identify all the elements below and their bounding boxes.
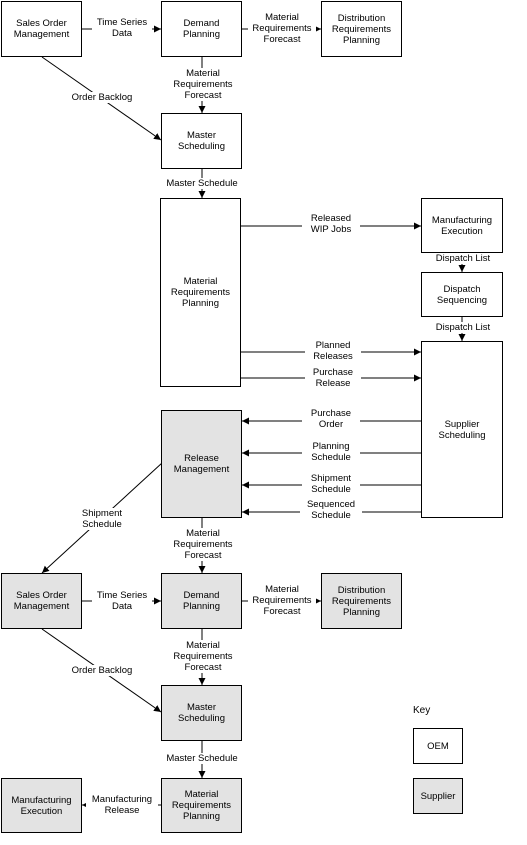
label-dispatch-list-2: Dispatch List: [429, 322, 497, 333]
label-shipment-schedule-2: Shipment Schedule: [72, 508, 132, 530]
label-material-requirements-forecast-2: Material Requirements Forecast: [168, 68, 238, 101]
box-distribution-requirements-planning-supplier: Distribution Requirements Planning: [321, 573, 402, 629]
label-material-requirements-forecast-3: Material Requirements Forecast: [168, 528, 238, 561]
label-master-schedule-2: Master Schedule: [160, 753, 244, 764]
label-material-requirements-forecast-4: Material Requirements Forecast: [248, 584, 316, 617]
label-planned-releases: Planned Releases: [305, 340, 361, 362]
box-supplier-scheduling-oem: Supplier Scheduling: [421, 341, 503, 518]
label-released-wip-jobs: Released WIP Jobs: [302, 213, 360, 235]
box-material-requirements-planning-supplier: Material Requirements Planning: [161, 778, 242, 833]
label-master-schedule-1: Master Schedule: [160, 178, 244, 189]
box-material-requirements-planning-oem: Material Requirements Planning: [160, 198, 241, 387]
box-demand-planning-supplier: Demand Planning: [161, 573, 242, 629]
key-title: Key: [413, 705, 431, 716]
box-demand-planning-oem: Demand Planning: [161, 1, 242, 57]
label-planning-schedule: Planning Schedule: [302, 441, 360, 463]
box-manufacturing-execution-oem: Manufacturing Execution: [421, 198, 503, 253]
box-manufacturing-execution-supplier: Manufacturing Execution: [1, 778, 82, 833]
label-time-series-data-2: Time Series Data: [92, 590, 152, 612]
label-purchase-order: Purchase Order: [302, 408, 360, 430]
box-release-management-supplier: Release Management: [161, 410, 242, 518]
box-sales-order-management-supplier: Sales Order Management: [1, 573, 82, 629]
label-material-requirements-forecast-1: Material Requirements Forecast: [248, 12, 316, 45]
label-manufacturing-release: Manufacturing Release: [86, 794, 158, 816]
label-purchase-release: Purchase Release: [305, 367, 361, 389]
key-supplier-swatch: Supplier: [413, 778, 463, 814]
label-shipment-schedule-1: Shipment Schedule: [302, 473, 360, 495]
label-sequenced-schedule: Sequenced Schedule: [300, 499, 362, 521]
box-master-scheduling-supplier: Master Scheduling: [161, 685, 242, 741]
box-master-scheduling-oem: Master Scheduling: [161, 113, 242, 169]
box-dispatch-sequencing-oem: Dispatch Sequencing: [421, 272, 503, 317]
box-distribution-requirements-planning-oem: Distribution Requirements Planning: [321, 1, 402, 57]
label-dispatch-list-1: Dispatch List: [429, 253, 497, 264]
label-order-backlog-1: Order Backlog: [66, 92, 138, 103]
label-time-series-data-1: Time Series Data: [92, 17, 152, 39]
label-material-requirements-forecast-5: Material Requirements Forecast: [168, 640, 238, 673]
key-oem-swatch: OEM: [413, 728, 463, 764]
box-sales-order-management-oem: Sales Order Management: [1, 1, 82, 57]
label-order-backlog-2: Order Backlog: [66, 665, 138, 676]
